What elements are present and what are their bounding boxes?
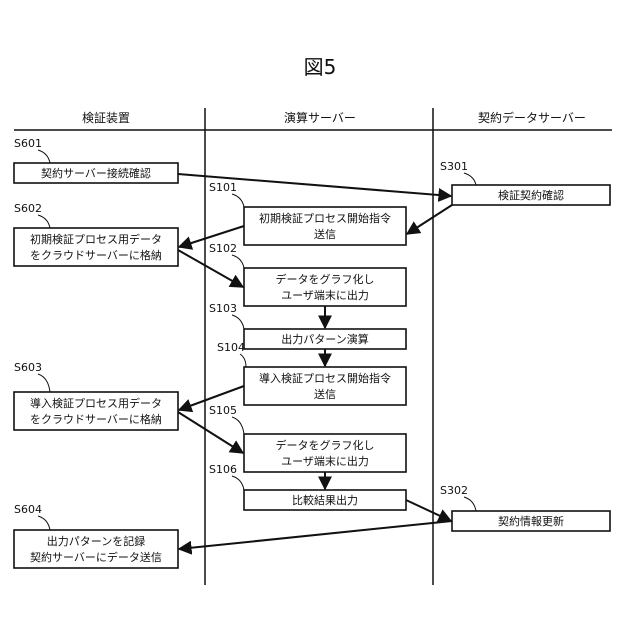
step-label-s104: S104 [217, 341, 246, 367]
leader-line [38, 374, 50, 392]
column-header-contract-server: 契約データサーバー [478, 110, 586, 125]
box-text-line: 契約情報更新 [498, 514, 564, 528]
step-label-s601: S601 [14, 137, 50, 163]
step-label-s301: S301 [440, 160, 476, 185]
process-box-s103: 出力パターン演算 [244, 329, 406, 349]
box-text-line: をクラウドサーバーに格納 [30, 248, 162, 262]
box-text-line: 出力パターンを記録 [47, 534, 145, 548]
leader-line [38, 215, 50, 228]
box-text-line: 検証契約確認 [498, 188, 564, 202]
box-text-line: 送信 [314, 227, 336, 241]
process-box-s102: データをグラフ化し ユーザ端末に出力 [244, 268, 406, 306]
box-text-line: 導入検証プロセス開始指令 [259, 371, 391, 385]
box-text-line: ユーザ端末に出力 [281, 454, 369, 468]
step-id-label: S601 [14, 137, 42, 150]
process-box-s603: 導入検証プロセス用データ をクラウドサーバーに格納 [14, 392, 178, 430]
leader-line [38, 150, 50, 163]
step-id-label: S104 [217, 341, 245, 354]
step-id-label: S105 [209, 404, 237, 417]
step-id-label: S106 [209, 463, 237, 476]
box-text-line: 契約サーバーにデータ送信 [30, 550, 162, 564]
step-id-label: S602 [14, 202, 42, 215]
box-text-line: データをグラフ化し [276, 272, 375, 286]
leader-line [232, 417, 244, 434]
box-text-line: 初期検証プロセス用データ [30, 232, 162, 246]
flow-arrow-s106-to-s302 [406, 500, 451, 521]
leader-line [232, 255, 244, 268]
step-id-label: S301 [440, 160, 468, 173]
flow-arrow-s302-to-s604 [179, 521, 452, 549]
leader-line [464, 497, 476, 511]
process-box-s105: データをグラフ化し ユーザ端末に出力 [244, 434, 406, 472]
step-id-label: S102 [209, 242, 237, 255]
process-box-s101: 初期検証プロセス開始指令 送信 [244, 207, 406, 245]
step-id-label: S103 [209, 302, 237, 315]
process-box-s602: 初期検証プロセス用データ をクラウドサーバーに格納 [14, 228, 178, 266]
step-id-label: S603 [14, 361, 42, 374]
step-label-s302: S302 [440, 484, 476, 511]
process-box-s104: 導入検証プロセス開始指令 送信 [244, 367, 406, 405]
process-box-s106: 比較結果出力 [244, 490, 406, 510]
step-label-s603: S603 [14, 361, 50, 392]
leader-line [232, 476, 244, 490]
flow-arrow-s603-to-s105 [178, 412, 243, 453]
flow-arrow-s301-to-s101 [407, 205, 452, 234]
process-box-s604: 出力パターンを記録 契約サーバーにデータ送信 [14, 530, 178, 568]
step-label-s602: S602 [14, 202, 50, 228]
box-text-line: 比較結果出力 [292, 493, 358, 507]
box-text-line: をクラウドサーバーに格納 [30, 412, 162, 426]
leader-line [232, 315, 244, 329]
leader-line [464, 173, 476, 185]
column-header-verifier: 検証装置 [82, 111, 130, 125]
box-text-line: 送信 [314, 387, 336, 401]
step-label-s105: S105 [209, 404, 244, 434]
box-text-line: ユーザ端末に出力 [281, 288, 369, 302]
process-box-s301: 検証契約確認 [452, 185, 610, 205]
leader-line [232, 194, 244, 207]
column-header-compute-server: 演算サーバー [284, 110, 356, 125]
step-label-s106: S106 [209, 463, 244, 490]
step-id-label: S604 [14, 503, 42, 516]
leader-line [38, 516, 50, 530]
box-text-line: 導入検証プロセス用データ [30, 396, 162, 410]
step-label-s101: S101 [209, 181, 244, 207]
step-label-s103: S103 [209, 302, 244, 329]
box-text-line: 初期検証プロセス開始指令 [259, 211, 391, 225]
step-id-label: S302 [440, 484, 468, 497]
step-label-s102: S102 [209, 242, 244, 268]
step-label-s604: S604 [14, 503, 50, 530]
figure-title: 図5 [304, 55, 337, 79]
process-box-s601: 契約サーバー接続確認 [14, 163, 178, 183]
box-text-line: 出力パターン演算 [281, 332, 368, 346]
step-id-label: S101 [209, 181, 237, 194]
box-text-line: 契約サーバー接続確認 [41, 166, 151, 180]
process-box-s302: 契約情報更新 [452, 511, 610, 531]
box-text-line: データをグラフ化し [276, 438, 375, 452]
leader-line [240, 354, 246, 367]
